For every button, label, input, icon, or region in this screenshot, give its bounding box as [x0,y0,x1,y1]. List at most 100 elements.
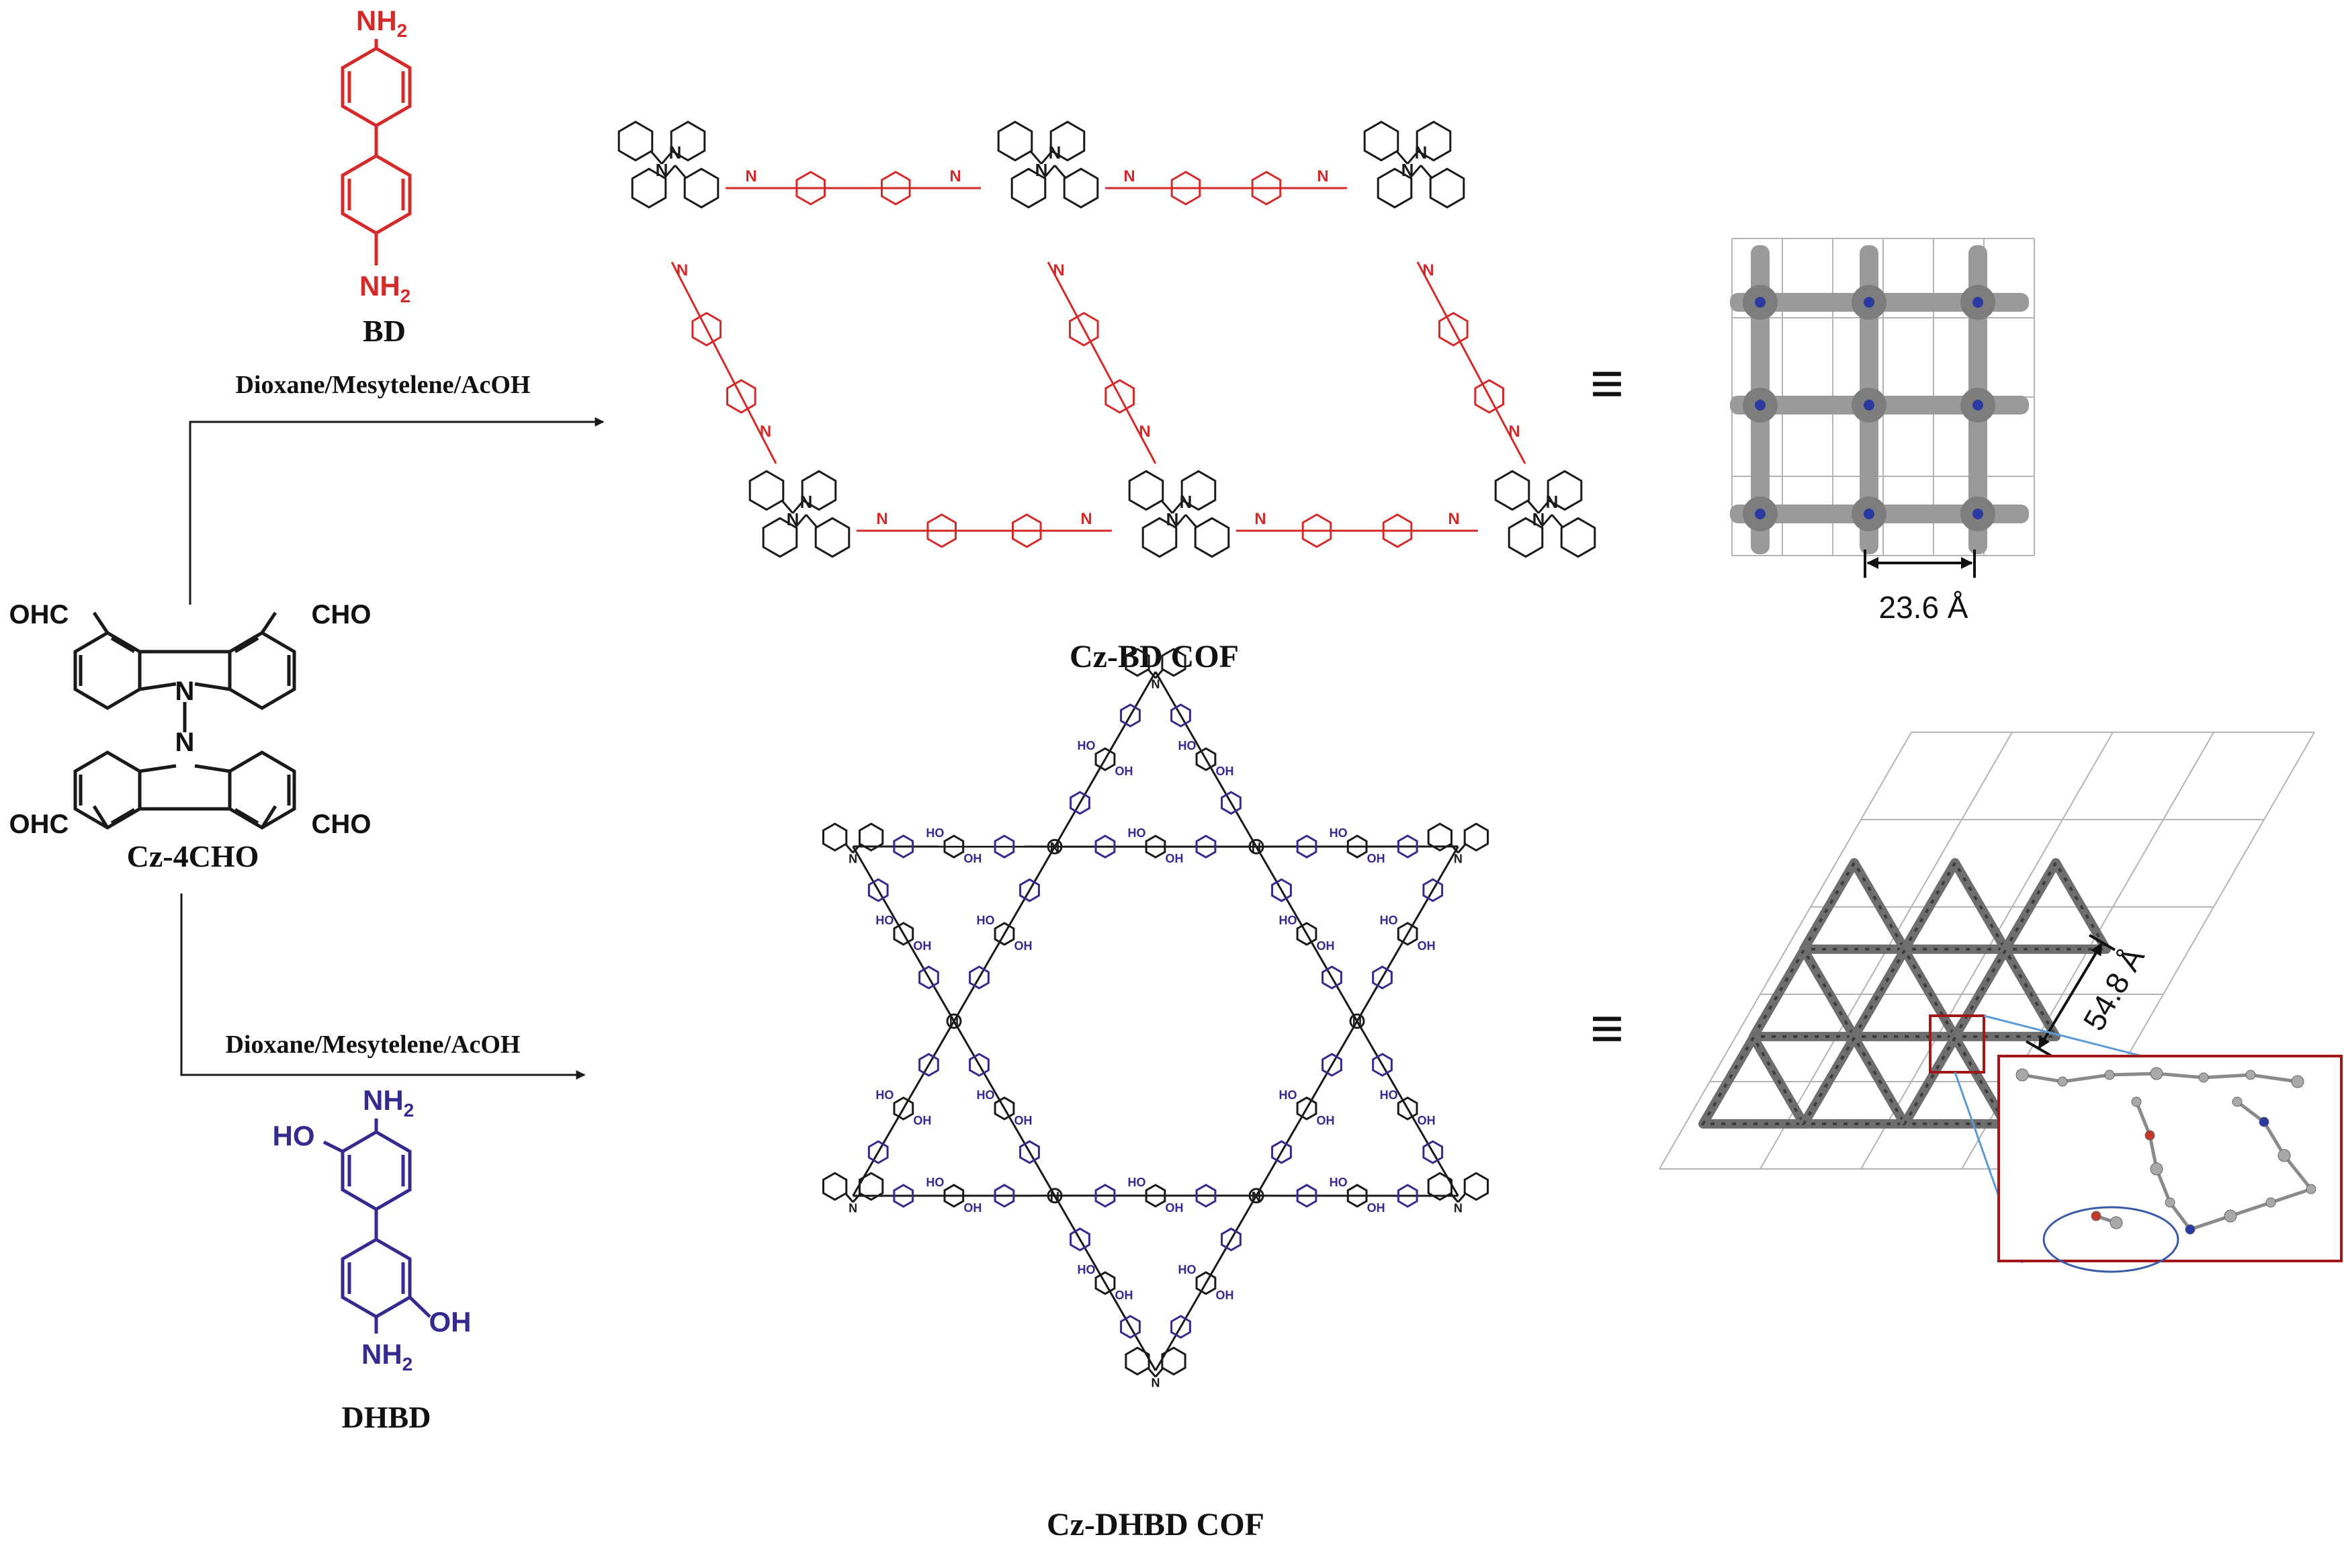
hydroxyl-label: HO [1380,1088,1398,1102]
bond [2062,1073,2110,1084]
conditions-bottom: Dioxane/Mesytelene/AcOH [225,1031,520,1059]
carbazole-ring [1494,470,1530,511]
dimension-tick-lower [2025,1040,2053,1057]
carbazole-ring [1010,167,1047,209]
atom-sphere [2144,1130,2155,1141]
nitrogen-atom: N [1546,492,1559,512]
node-center [1047,838,1063,855]
carbazole-ring [1508,517,1544,558]
bond [2270,1187,2312,1205]
bond [1540,514,1553,528]
bond [1396,150,1409,165]
zoom-pointer-top [1983,1014,2151,1059]
nitrogen-atom: N [1049,142,1061,163]
node-nitrogen: N [1050,1190,1059,1205]
bond [1184,514,1197,528]
nitrogen-atom: N [849,1202,857,1215]
bond [2236,1100,2265,1123]
bond [2262,1121,2286,1157]
hydroxyl-label: HO [1330,826,1348,840]
bond [1527,500,1540,514]
bond [1255,1020,1358,1196]
hydroxyl-label: HO [977,1088,995,1102]
atom-sphere [2131,1096,2142,1107]
bond [852,843,861,854]
cz4cho-cho-bottom-left: OHC [9,810,69,839]
carbazole-ring [1128,470,1164,511]
bond [650,150,663,165]
hydroxyl-label: HO [1178,1263,1197,1276]
imine-nitrogen: N [1139,423,1150,441]
biphenyl-ring [1104,379,1135,414]
nitrogen-atom: N [1152,1377,1160,1390]
bond [791,500,804,514]
bond [1450,1192,1459,1203]
hydroxyl-label: OH [913,939,931,953]
bond [1154,671,1258,847]
dhbd-structure [322,1119,431,1334]
biphenyl-ring [1069,312,1099,347]
linker-ring [1372,965,1393,990]
biphenyl-ring [795,171,826,206]
zoom-box [1929,1014,1985,1074]
bond [1047,261,1157,464]
linker-ring [1195,834,1217,859]
kagome-triangle [1900,858,2010,954]
cz4cho-cho-top-left: OHC [9,600,69,629]
imine-nitrogen: N [1080,510,1092,528]
node-center [1248,1188,1264,1204]
bond [1356,846,1459,1022]
carbazole-ring [1463,822,1489,852]
nitrogen-atom: N [669,142,682,163]
bond [844,843,854,854]
bond [674,165,687,179]
kagome-triangle [1799,1033,1909,1129]
linker-ring [1321,965,1342,990]
hydroxyl-label: HO [1178,739,1197,752]
hydroxyl-label: HO [1279,914,1297,927]
kagome-triangle-atoms [1902,860,2008,951]
bond [1420,165,1432,179]
hydroxyl-label: OH [1014,939,1033,953]
bond [1053,671,1157,847]
linker-ring [1170,703,1191,728]
biphenyl-ring [1251,171,1282,206]
inset-frame [1997,1055,2343,1262]
atom-sphere [2245,1070,2256,1080]
bond [1457,843,1467,854]
biphenyl-ring [881,171,911,206]
bond [2156,1072,2204,1080]
bond [1255,846,1358,1022]
hydroxyl-label: OH [963,852,982,865]
linker-ring [1296,922,1317,946]
grid-line [1659,732,1912,1170]
hydroxyl-label: OH [1418,939,1436,953]
linker-ring [1221,791,1242,815]
carbazole-ring [1416,120,1452,162]
linker-ring [1145,834,1166,859]
nitrogen-atom: N [800,492,813,512]
linker-ring [994,1184,1015,1208]
atom-sphere [2265,1197,2276,1208]
imine-nitrogen: N [1053,261,1064,279]
kagome-triangle-atoms [2003,860,2109,951]
imine-nitrogen: N [1448,510,1459,528]
kagome-triangle-atoms [1902,1035,2008,1125]
linker-ring [1070,791,1090,815]
dhbd-oh: OH [429,1306,472,1338]
nitrogen-site [1864,509,1874,519]
bond [1551,514,1563,528]
bond [2169,1201,2191,1231]
linker-ring [1296,1096,1317,1121]
hydroxyl-label: OH [1367,852,1385,865]
bond [1416,261,1526,464]
hydroxyl-label: HO [1330,1176,1348,1189]
carbazole-ring [748,470,785,511]
carbazole-ring [631,167,667,209]
kagome-triangle-atoms [1852,947,1958,1038]
hydroxyl-label: HO [1279,1088,1297,1102]
carbazole-ring [1180,470,1217,511]
cz-bd-label: Cz-BD COF [1070,639,1239,674]
kagome-triangle-atoms [1952,947,2058,1038]
